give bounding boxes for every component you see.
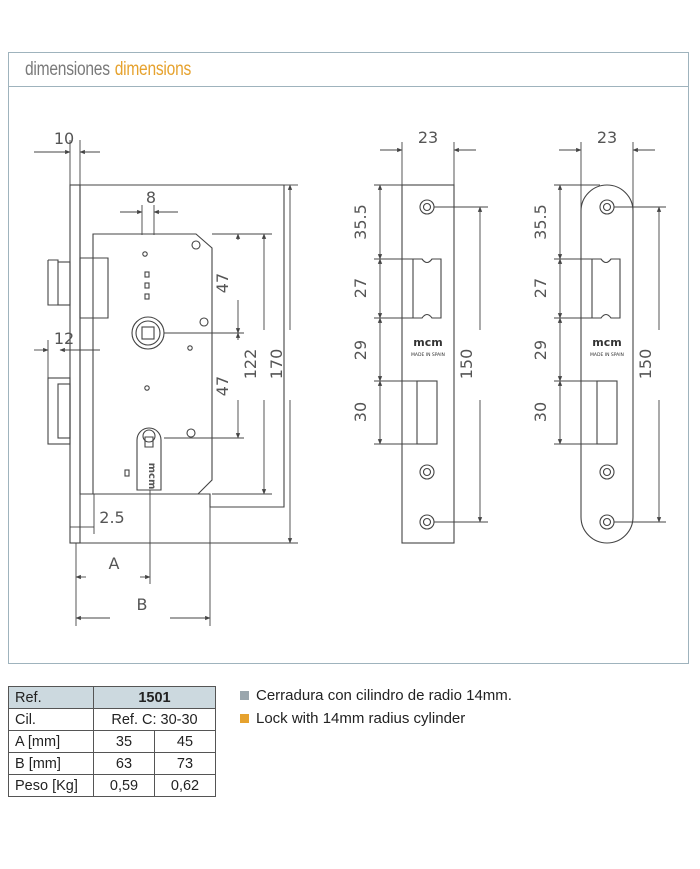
note-text: Lock with 14mm radius cylinder xyxy=(256,710,466,727)
screw-hole xyxy=(199,317,209,327)
sq-dim-27: 27 xyxy=(351,278,370,298)
slot xyxy=(124,469,130,477)
cil-label: Cil. xyxy=(8,708,94,731)
sq-dim-30: 30 xyxy=(351,402,370,422)
dim-a: A xyxy=(109,554,120,573)
cil-value: Ref. C: 30-30 xyxy=(93,708,216,731)
screw-hole xyxy=(599,199,615,215)
ref-label: Ref. xyxy=(8,686,94,709)
orange-square-icon xyxy=(240,714,249,723)
latch-opening xyxy=(591,258,621,319)
dim-b: B xyxy=(137,595,148,614)
rd-made-in: MADE IN SPAIN xyxy=(590,352,624,358)
euro-cylinder xyxy=(136,427,162,491)
table-row: B [mm] 63 73 xyxy=(8,752,216,775)
hole xyxy=(142,251,148,257)
spindle-hub-inner xyxy=(135,320,161,346)
note-english: Lock with 14mm radius cylinder xyxy=(240,707,512,730)
screw-hole xyxy=(419,514,435,530)
cylinder-cam xyxy=(144,436,154,448)
cylinder-plug xyxy=(142,429,156,443)
round-faceplate-dimensions xyxy=(554,142,666,523)
dim-8: 8 xyxy=(146,188,156,207)
latch-opening xyxy=(412,258,442,319)
square-faceplate xyxy=(401,184,455,544)
grey-square-icon xyxy=(240,691,249,700)
table-header-row: Ref. 1501 xyxy=(8,686,216,709)
screw-hole xyxy=(419,199,435,215)
dim-122: 122 xyxy=(241,349,260,380)
spindle-square xyxy=(141,326,155,340)
hole xyxy=(144,385,150,391)
square-faceplate-dimensions xyxy=(374,142,488,523)
dead-bolt xyxy=(47,377,71,445)
rd-dim-23: 23 xyxy=(597,128,617,147)
rd-brand: mcm xyxy=(592,336,621,349)
rd-dim-35-5: 35.5 xyxy=(531,204,550,240)
row-value-1: 63 xyxy=(93,752,155,775)
hole xyxy=(187,345,193,351)
table-row: Peso [Kg] 0,59 0,62 xyxy=(8,774,216,797)
deadbolt-opening xyxy=(416,380,438,445)
faceplate-outline xyxy=(401,184,455,544)
sq-dim-23: 23 xyxy=(418,128,438,147)
rd-dim-27: 27 xyxy=(531,278,550,298)
front-dimensions xyxy=(34,140,298,626)
dim-12: 12 xyxy=(54,329,74,348)
forend-plate xyxy=(69,184,81,544)
screw-hole xyxy=(599,514,615,530)
table-row: A [mm] 35 45 xyxy=(8,730,216,753)
dim-47-upper: 47 xyxy=(213,273,232,293)
screw-hole xyxy=(419,464,435,480)
rd-dim-30: 30 xyxy=(531,402,550,422)
screw-hole xyxy=(191,240,201,250)
sq-dim-150: 150 xyxy=(457,349,476,380)
slot xyxy=(144,282,150,289)
faceplate-outline xyxy=(580,184,634,544)
title-spanish: dimensiones xyxy=(25,59,110,80)
dim-47-lower: 47 xyxy=(213,376,232,396)
slot xyxy=(144,271,150,278)
sq-brand: mcm xyxy=(413,336,442,349)
row-value-2: 0,62 xyxy=(154,774,216,797)
ref-value: 1501 xyxy=(93,686,216,709)
title-english: dimensions xyxy=(114,59,192,80)
dim-2-5: 2.5 xyxy=(99,508,124,527)
screw-hole xyxy=(599,464,615,480)
sq-dim-35-5: 35.5 xyxy=(351,204,370,240)
spec-table: Ref. 1501 Cil. Ref. C: 30-30 A [mm] 35 4… xyxy=(8,686,216,797)
row-label: Peso [Kg] xyxy=(8,774,94,797)
row-label: A [mm] xyxy=(8,730,94,753)
rd-dim-150: 150 xyxy=(636,349,655,380)
round-faceplate xyxy=(580,184,634,544)
row-value-1: 0,59 xyxy=(93,774,155,797)
dim-10: 10 xyxy=(54,129,74,148)
mechanism-plate xyxy=(92,233,213,495)
row-label: B [mm] xyxy=(8,752,94,775)
dim-170: 170 xyxy=(267,349,286,380)
notes: Cerradura con cilindro de radio 14mm. Lo… xyxy=(240,684,512,730)
latch-head xyxy=(57,261,71,306)
sq-made-in: MADE IN SPAIN xyxy=(411,352,445,358)
deadbolt-opening xyxy=(596,380,618,445)
rd-dim-29: 29 xyxy=(531,340,550,360)
note-text: Cerradura con cilindro de radio 14mm. xyxy=(256,687,512,704)
row-value-2: 73 xyxy=(154,752,216,775)
screw-hole xyxy=(186,428,196,438)
lock-case xyxy=(79,184,285,508)
table-row: Cil. Ref. C: 30-30 xyxy=(8,708,216,731)
header-divider xyxy=(9,86,688,87)
latch-bolt xyxy=(47,257,109,319)
note-spanish: Cerradura con cilindro de radio 14mm. xyxy=(240,684,512,707)
sq-dim-29: 29 xyxy=(351,340,370,360)
row-value-2: 45 xyxy=(154,730,216,753)
cylinder-brand: mcm xyxy=(146,463,157,490)
slot xyxy=(144,293,150,300)
row-value-1: 35 xyxy=(93,730,155,753)
spindle-hub xyxy=(131,316,165,350)
dead-bolt-inner xyxy=(57,383,71,439)
